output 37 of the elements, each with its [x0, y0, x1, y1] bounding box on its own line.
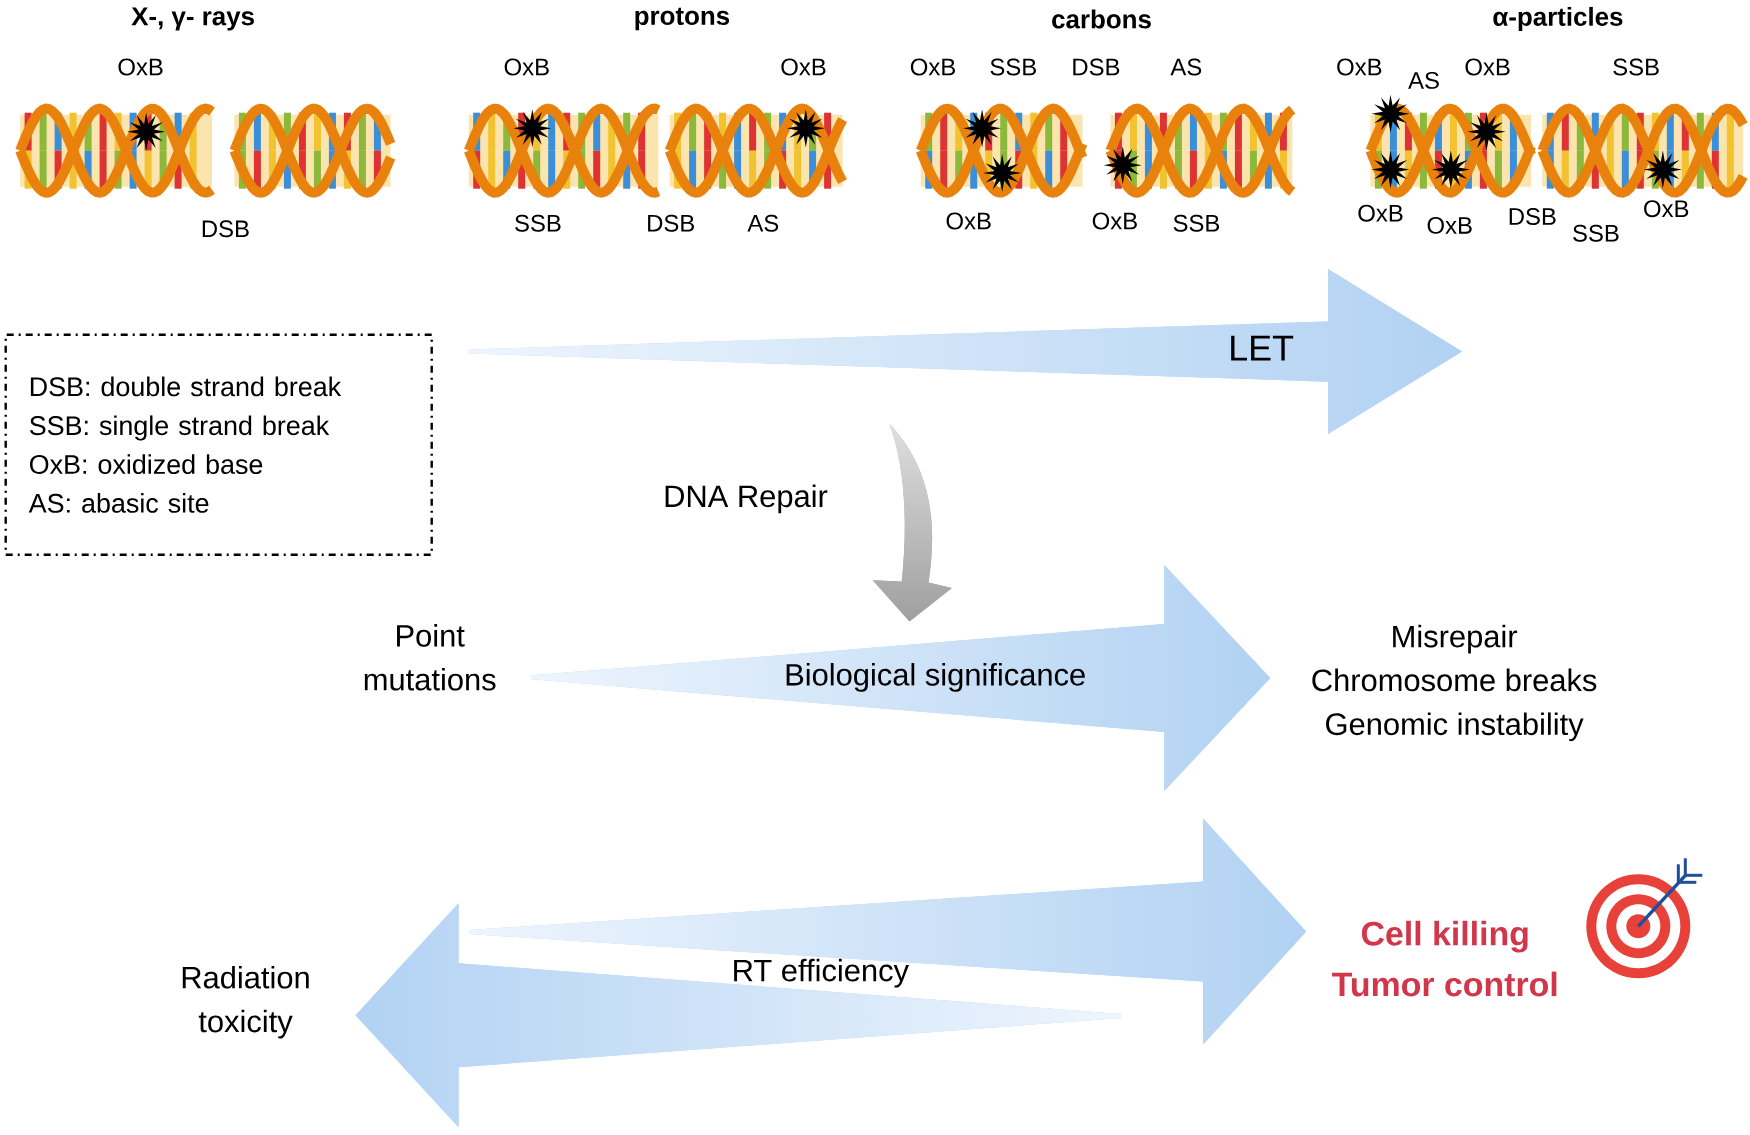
damage-label: OxB	[504, 58, 549, 76]
damage-label: OxB	[946, 212, 991, 230]
damage-label: SSB	[1613, 58, 1659, 76]
damage-label: DSB	[1509, 208, 1556, 225]
damage-label: OxB	[118, 58, 163, 76]
damage-label: OxB	[1337, 58, 1382, 76]
damage-label: AS	[1408, 71, 1439, 89]
damage-label: OxB	[1465, 58, 1510, 76]
damage-label: SSB	[1573, 224, 1619, 242]
legend-box: DSB: double strand break SSB: single strand break OxB: oxidized base AS: abasic site	[4, 333, 433, 556]
radiation-type-title: X-, γ- rays	[131, 7, 254, 31]
damage-label: DSB	[1073, 58, 1120, 76]
damage-label: AS	[747, 214, 779, 232]
damage-label: OxB	[1092, 212, 1137, 230]
damage-label: SSB	[1173, 214, 1220, 232]
outcome-text: Point mutations	[364, 624, 496, 691]
radiation-type-title: carbons	[1052, 9, 1151, 29]
damage-label: OxB	[1427, 216, 1472, 234]
radiation-type-title: protons	[635, 7, 730, 31]
edge-label: RT efficiency	[734, 958, 909, 988]
outcome-text: Radiation toxicity	[182, 965, 309, 1039]
damage-label: OxB	[1358, 204, 1403, 222]
damage-label: OxB	[910, 58, 955, 76]
damage-label: OxB	[1644, 200, 1689, 218]
damage-label: AS	[1170, 58, 1202, 76]
damage-label: SSB	[515, 214, 561, 232]
radiation-type-title: α-particles	[1493, 6, 1623, 32]
damage-label: SSB	[990, 58, 1036, 76]
damage-label: DSB	[202, 220, 249, 238]
edge-label: Biological significance	[786, 663, 1085, 692]
wedge-arrow	[531, 565, 1271, 791]
arrow-label: DNA Repair	[665, 484, 828, 514]
damage-label: OxB	[781, 58, 826, 76]
arrow-label: LET	[1231, 335, 1294, 361]
outcome-text: Misrepair Chromosome breaks Genomic instability	[1312, 624, 1597, 742]
damage-label: DSB	[648, 214, 695, 232]
outcome-text: Cell killing Tumor control	[1332, 920, 1557, 997]
